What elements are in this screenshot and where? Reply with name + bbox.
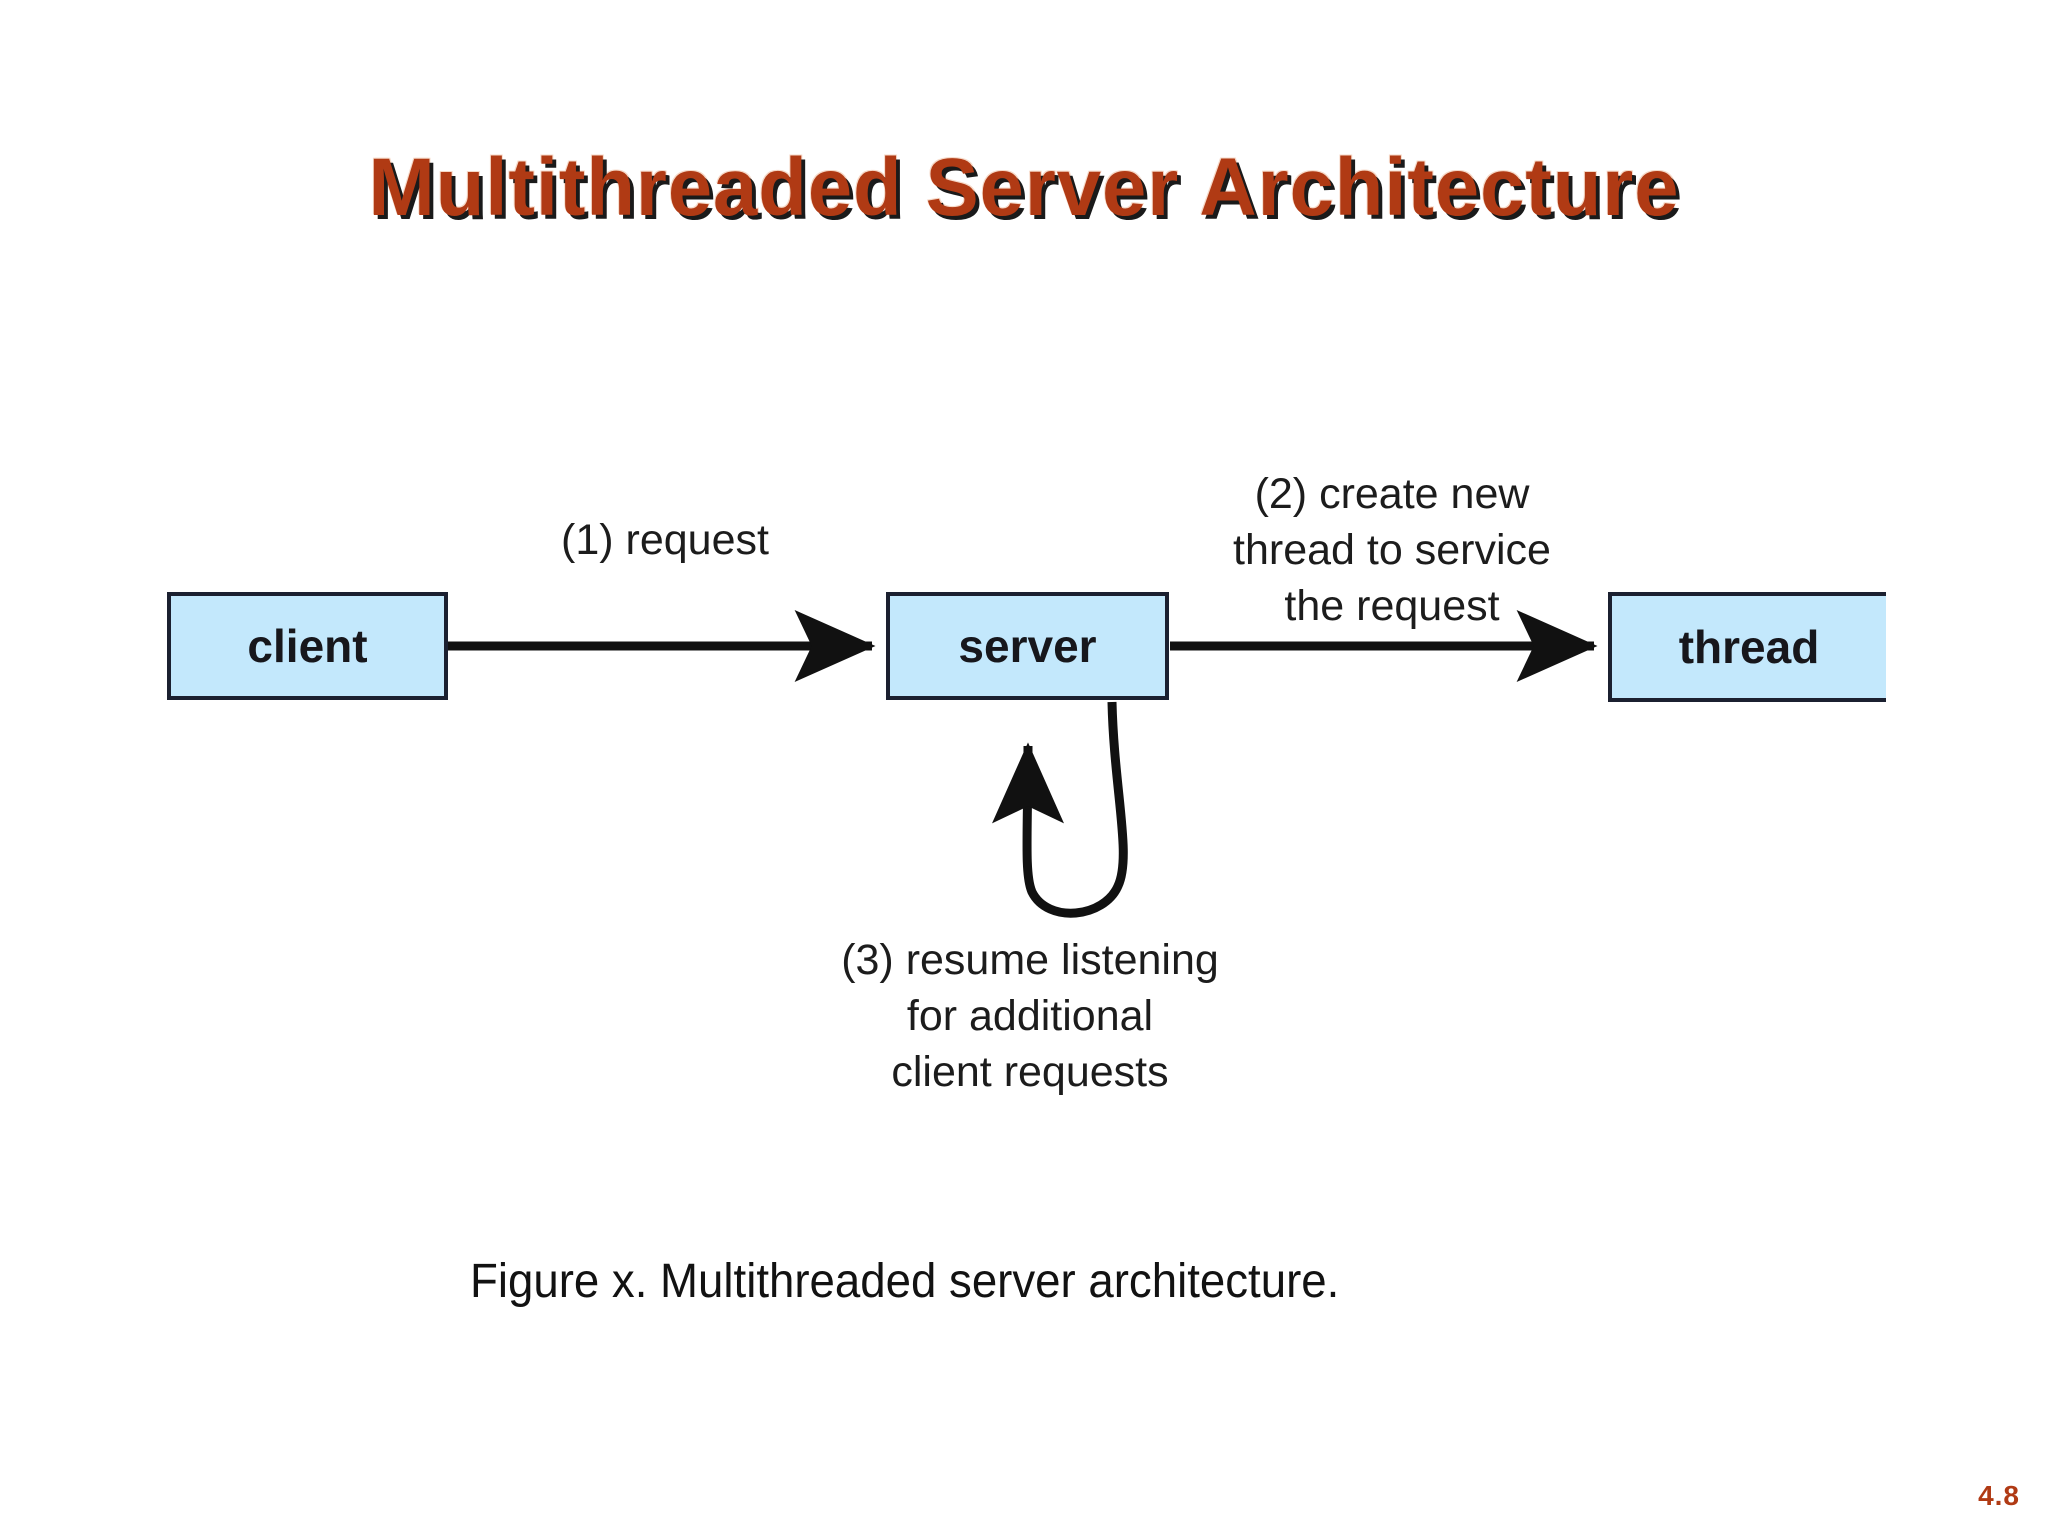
diagram-node-thread-label: thread xyxy=(1678,621,1820,673)
diagram-node-server-label: server xyxy=(958,620,1097,672)
figure-caption: Figure x. Multithreaded server architect… xyxy=(470,1255,1340,1308)
page-number: 4.8 xyxy=(1978,1480,2020,1511)
edge-label-request: (1) request xyxy=(561,516,769,564)
edge-label-resume-listening: (3) resume listening for additional clie… xyxy=(841,936,1219,1096)
diagram-node-client-label: client xyxy=(247,620,368,672)
diagram-node-client[interactable]: client xyxy=(167,592,448,700)
connector-server-self-loop xyxy=(991,701,1128,918)
diagram-node-server[interactable]: server xyxy=(886,592,1169,700)
edge-label-create-thread: (2) create new thread to service the req… xyxy=(1233,470,1551,630)
page-title: Multithreaded Server Architecture xyxy=(368,142,1680,233)
diagram-node-thread[interactable]: thread xyxy=(1608,592,1886,702)
